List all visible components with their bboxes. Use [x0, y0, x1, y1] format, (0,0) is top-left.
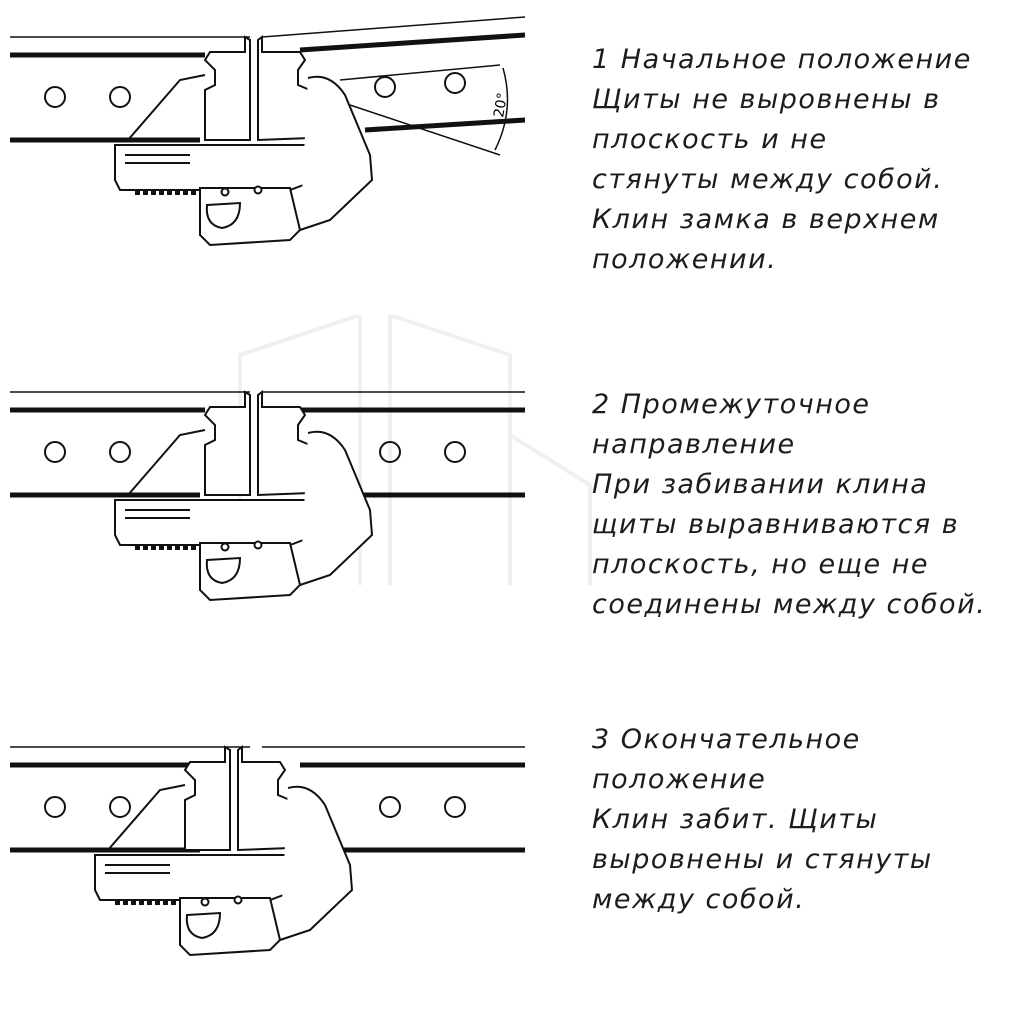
angle-label: 20° [491, 91, 511, 118]
step-1-drawing: 20° [0, 16, 526, 247]
caption-line: выровнены и стянуты [592, 844, 933, 875]
caption-line: положении. [592, 244, 778, 275]
caption-line: Клин забит. Щиты [592, 804, 879, 835]
caption-line: соединены между собой. [592, 589, 987, 620]
caption-line: 1 Начальное положение [592, 44, 972, 75]
caption-line: Клин замка в верхнем [592, 204, 940, 235]
step-2-caption: 2 Промежуточное направление При забивани… [592, 385, 986, 625]
caption-line: Щиты не выровнены в [592, 84, 941, 115]
step-2-drawing [0, 355, 540, 602]
caption-line: направление [592, 429, 796, 460]
caption-line: 3 Окончательное [592, 724, 861, 755]
caption-line: При забивании клина [592, 469, 929, 500]
caption-line: щиты выравниваются в [592, 509, 960, 540]
step-3-caption: 3 Окончательное положение Клин забит. Щи… [592, 720, 933, 920]
step-3-drawing [0, 710, 540, 957]
caption-line: между собой. [592, 884, 806, 915]
caption-line: положение [592, 764, 767, 795]
caption-line: плоскость, но еще не [592, 549, 930, 580]
caption-line: 2 Промежуточное [592, 389, 871, 420]
caption-line: плоскость и не [592, 124, 828, 155]
step-1-caption: 1 Начальное положение Щиты не выровнены … [592, 40, 972, 280]
caption-line: стянуты между собой. [592, 164, 944, 195]
